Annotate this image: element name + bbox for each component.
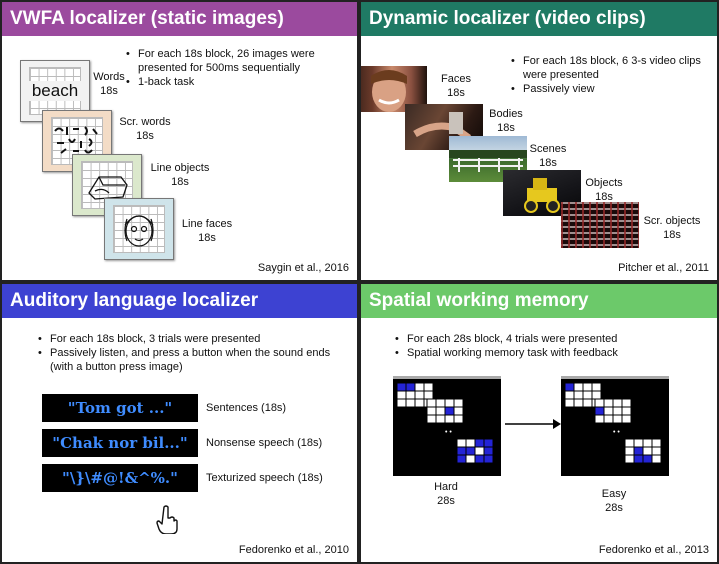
spatial-citation: Fedorenko et al., 2013: [598, 544, 709, 556]
dynamic-bullets: For each 18s block, 6 3-s video clips we…: [509, 54, 709, 96]
faces-label: Faces 18s: [441, 73, 471, 99]
texturized-label: Texturized speech (18s): [206, 472, 323, 484]
spatial-bullets: For each 28s block, 4 trials were presen…: [393, 332, 693, 360]
scrambled-objects-label: Scr. objects 18s: [643, 215, 701, 241]
dynamic-citation: Pitcher et al., 2011: [618, 262, 709, 274]
scene-thumbnail: [449, 150, 527, 172]
body-thumbnail: [413, 112, 472, 141]
objects-label: Objects 18s: [585, 177, 623, 203]
scrambled-objects-clip: [561, 202, 639, 248]
line-object-image: [88, 176, 128, 200]
vwfa-bullets: For each 18s block, 26 images were prese…: [124, 47, 349, 89]
texturized-stimulus: "\}\#@!&^%.": [42, 464, 198, 492]
bodies-label: Bodies 18s: [489, 108, 523, 134]
object-thumbnail: [524, 178, 560, 213]
spatial-bullet-1: For each 28s block, 4 trials were presen…: [393, 332, 693, 346]
hard-trial-display: • •: [393, 376, 501, 476]
vwfa-title: VWFA localizer (static images): [2, 2, 357, 36]
vwfa-panel: VWFA localizer (static images) For each …: [0, 0, 359, 282]
dynamic-title: Dynamic localizer (video clips): [361, 2, 717, 36]
nonsense-stimulus: "Chak nor bil...": [42, 429, 198, 457]
scrambled-words-card: [42, 110, 112, 172]
line-objects-label: Line objects 18s: [150, 162, 210, 188]
easy-grid-sequence: [564, 382, 662, 464]
vwfa-bullet-2: 1-back task: [124, 75, 349, 89]
line-face-image: [124, 215, 154, 247]
easy-label: Easy 28s: [601, 488, 627, 514]
sentences-stimulus: "Tom got ...": [42, 394, 198, 422]
words-label: Words 18s: [93, 71, 125, 97]
nonsense-label: Nonsense speech (18s): [206, 437, 323, 449]
line-faces-label: Line faces 18s: [181, 218, 233, 244]
auditory-panel: Auditory language localizer For each 18s…: [0, 282, 359, 564]
hard-label: Hard 28s: [434, 481, 458, 507]
scrambled-words-label: Scr. words 18s: [119, 116, 171, 142]
dynamic-panel: Dynamic localizer (video clips) For each…: [359, 0, 719, 282]
word-sample: beach: [29, 81, 81, 101]
sentences-label: Sentences (18s): [206, 402, 287, 414]
scenes-label: Scenes 18s: [529, 143, 567, 169]
spatial-title: Spatial working memory: [361, 284, 717, 318]
auditory-bullet-2: Passively listen, and press a button whe…: [36, 346, 336, 374]
scenes-clip: [449, 136, 527, 182]
spatial-bullet-2: Spatial working memory task with feedbac…: [393, 346, 693, 360]
vwfa-bullet-1: For each 18s block, 26 images were prese…: [124, 47, 349, 75]
easy-trial-display: • •: [561, 376, 669, 476]
hard-ellipsis-dots: • •: [445, 429, 452, 436]
auditory-bullet-1: For each 18s block, 3 trials were presen…: [36, 332, 336, 346]
auditory-title: Auditory language localizer: [2, 284, 357, 318]
hand-pointer-icon: [156, 505, 178, 534]
vwfa-citation: Saygin et al., 2016: [257, 262, 349, 274]
auditory-citation: Fedorenko et al., 2010: [238, 544, 349, 556]
hard-grid-sequence: [396, 382, 494, 464]
easy-ellipsis-dots: • •: [613, 429, 620, 436]
auditory-bullets: For each 18s block, 3 trials were presen…: [36, 332, 336, 374]
face-thumbnail: [371, 70, 407, 112]
dynamic-bullet-1: For each 18s block, 6 3-s video clips we…: [509, 54, 709, 82]
spatial-panel: Spatial working memory For each 28s bloc…: [359, 282, 719, 564]
line-faces-card: [104, 198, 174, 260]
scrambled-glyphs-image: [54, 126, 98, 154]
dynamic-bullet-2: Passively view: [509, 82, 709, 96]
arrow-icon: [505, 419, 561, 429]
